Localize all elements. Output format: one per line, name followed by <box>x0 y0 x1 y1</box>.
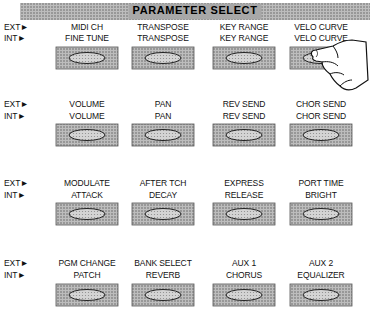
parameter-label: KEY RANGE <box>220 33 269 43</box>
button-frame <box>56 203 118 225</box>
button-key <box>226 290 262 301</box>
mode-label: EXT► <box>4 22 29 32</box>
parameter-label: CHOR SEND <box>296 111 346 121</box>
parameter-label: PGM CHANGE <box>58 258 115 268</box>
parameter-label: PORT TIME <box>299 178 344 188</box>
parameter-label: REV SEND <box>223 111 266 121</box>
parameter-label: AFTER TCH <box>140 178 187 188</box>
button-key <box>145 209 181 220</box>
button-frame <box>56 124 118 146</box>
parameter-label: REV SEND <box>223 99 266 109</box>
button-group <box>56 47 352 306</box>
parameter-label: VELO CURVE <box>294 22 348 32</box>
button-key <box>226 209 262 220</box>
parameter-label: FINE TUNE <box>65 33 109 43</box>
parameter-label: EQUALIZER <box>297 270 344 280</box>
mode-label: EXT► <box>4 178 29 188</box>
parameter-label: PAN <box>155 111 172 121</box>
button-frame <box>213 203 275 225</box>
mode-label: EXT► <box>4 258 29 268</box>
button-frame <box>213 47 275 69</box>
parameter-label: BANK SELECT <box>134 258 191 268</box>
parameter-label: AUX 1 <box>232 258 256 268</box>
parameter-label: DECAY <box>149 190 177 200</box>
button-key <box>226 53 262 64</box>
button-frame <box>213 284 275 306</box>
parameter-label: VOLUME <box>69 111 104 121</box>
button-key <box>145 130 181 141</box>
parameter-label: CHORUS <box>226 270 262 280</box>
button-key <box>145 290 181 301</box>
parameter-label: KEY RANGE <box>220 22 269 32</box>
parameter-label: TRANSPOSE <box>137 22 189 32</box>
parameter-label: ATTACK <box>71 190 103 200</box>
button-frame <box>56 47 118 69</box>
button-frame <box>290 124 352 146</box>
parameter-label: RELEASE <box>225 190 264 200</box>
button-key <box>226 130 262 141</box>
button-frame <box>132 284 194 306</box>
parameter-label: VOLUME <box>69 99 104 109</box>
title-patch <box>129 4 262 19</box>
parameter-label: MIDI CH <box>71 22 103 32</box>
button-key <box>69 290 105 301</box>
parameter-label: VELO CURVE <box>294 33 348 43</box>
button-frame <box>213 124 275 146</box>
panel-title: PARAMETER SELECT <box>133 4 258 16</box>
button-key <box>69 130 105 141</box>
parameter-label: EXPRESS <box>224 178 263 188</box>
parameter-label: REVERB <box>146 270 180 280</box>
mode-label: INT► <box>4 111 26 121</box>
parameter-label: TRANSPOSE <box>137 33 189 43</box>
parameter-label: PAN <box>155 99 172 109</box>
button-key <box>303 130 339 141</box>
pressing-hand <box>311 40 368 90</box>
mode-label: EXT► <box>4 99 29 109</box>
button-key <box>303 290 339 301</box>
button-frame <box>290 203 352 225</box>
button-frame <box>290 284 352 306</box>
header-band <box>20 3 370 20</box>
parameter-label: MODULATE <box>64 178 110 188</box>
parameter-label: BRIGHT <box>305 190 337 200</box>
mode-label: INT► <box>4 270 26 280</box>
button-key <box>69 53 105 64</box>
parameter-label: AUX 2 <box>309 258 333 268</box>
button-frame <box>56 284 118 306</box>
button-frame <box>132 124 194 146</box>
button-key <box>145 53 181 64</box>
button-frame <box>132 47 194 69</box>
mode-label: INT► <box>4 33 26 43</box>
button-key <box>303 209 339 220</box>
button-frame <box>132 203 194 225</box>
parameter-label: CHOR SEND <box>296 99 346 109</box>
button-key <box>69 209 105 220</box>
mode-label: INT► <box>4 190 26 200</box>
parameter-label: PATCH <box>73 270 100 280</box>
